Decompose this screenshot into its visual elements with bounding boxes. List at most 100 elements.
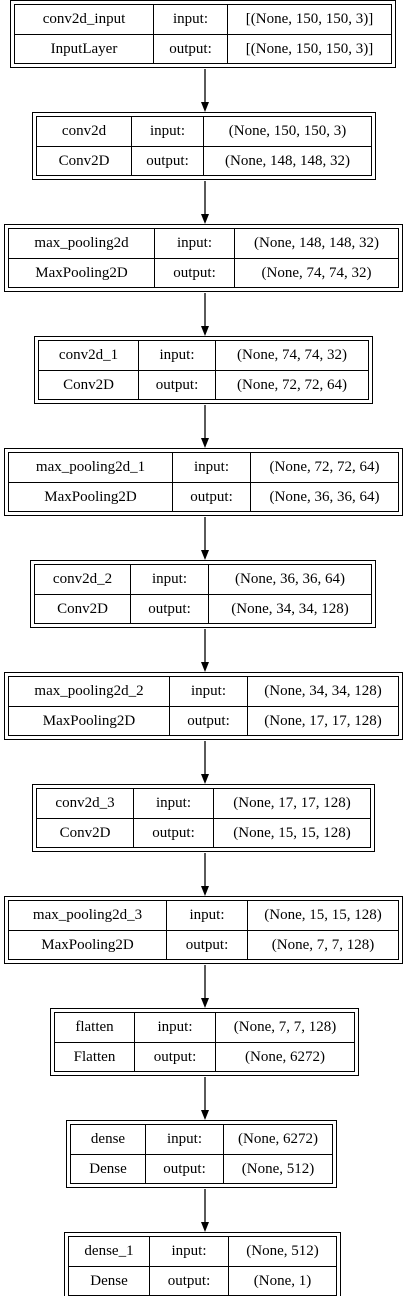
output-shape: (None, 15, 15, 128) [213, 819, 370, 847]
output-label: output: [138, 371, 215, 399]
layer-type: Flatten [73, 1048, 116, 1065]
layer-node-flatten: flatten input:(None, 7, 7, 128) Flatten out… [50, 1008, 359, 1076]
input-shape: (None, 15, 15, 128) [247, 901, 398, 930]
layer-type: Conv2D [63, 376, 114, 393]
layer-input-row: conv2d_input input:[(None, 150, 150, 3)] [15, 5, 391, 34]
layer-output-row: Conv2D output:(None, 15, 15, 128) [37, 818, 370, 847]
input-shape: (None, 148, 148, 32) [234, 229, 398, 258]
layer-name: flatten [75, 1019, 114, 1035]
arrowhead-icon [201, 214, 209, 224]
input-shape: (None, 512) [228, 1237, 336, 1266]
output-shape: (None, 6272) [215, 1043, 354, 1071]
output-label: output: [131, 147, 203, 175]
input-label: input: [172, 453, 250, 482]
arrowhead-icon [201, 102, 209, 112]
layer-type: MaxPooling2D [35, 264, 128, 281]
layer-name: conv2d [61, 123, 107, 139]
layer-input-row: max_pooling2d_1 input:(None, 72, 72, 64) [9, 453, 398, 482]
input-label: input: [133, 789, 213, 818]
arrowhead-icon [201, 998, 209, 1008]
input-label: input: [145, 1125, 223, 1154]
layer-type: Conv2D [57, 600, 108, 617]
output-label: output: [133, 819, 213, 847]
output-shape: (None, 1) [228, 1267, 336, 1295]
layer-node-conv2d-1: conv2d_1 input:(None, 74, 74, 32) Conv2D ou… [34, 336, 373, 404]
layer-type: InputLayer [50, 40, 118, 57]
layer-type: Conv2D [59, 824, 111, 841]
input-label: input: [138, 341, 215, 370]
output-label: output: [154, 259, 234, 287]
output-label: output: [172, 483, 250, 511]
output-label: output: [134, 1043, 215, 1071]
layer-name: conv2d_1 [58, 347, 119, 363]
output-shape: (None, 74, 74, 32) [234, 259, 398, 287]
arrowhead-icon [201, 326, 209, 336]
layer-input-row: flatten input:(None, 7, 7, 128) [55, 1013, 354, 1042]
layer-name: conv2d_input [42, 11, 126, 27]
input-label: input: [153, 5, 227, 34]
arrowhead-icon [201, 774, 209, 784]
layer-input-row: max_pooling2d input:(None, 148, 148, 32) [9, 229, 398, 258]
output-label: output: [153, 35, 227, 63]
input-label: input: [131, 117, 203, 146]
input-label: input: [169, 677, 247, 706]
layer-type: Conv2D [58, 152, 110, 169]
arrowhead-icon [201, 1222, 209, 1232]
input-shape: (None, 74, 74, 32) [215, 341, 368, 370]
input-label: input: [130, 565, 208, 594]
input-shape: (None, 7, 7, 128) [215, 1013, 354, 1042]
arrowhead-icon [201, 438, 209, 448]
layer-name: max_pooling2d_2 [34, 683, 144, 699]
layer-type: MaxPooling2D [44, 488, 137, 505]
input-shape: [(None, 150, 150, 3)] [227, 5, 391, 34]
layer-type: MaxPooling2D [41, 936, 134, 953]
layer-name: max_pooling2d_1 [35, 459, 146, 475]
input-label: input: [134, 1013, 215, 1042]
arrowhead-icon [201, 1110, 209, 1120]
arrowhead-icon [201, 550, 209, 560]
input-shape: (None, 6272) [223, 1125, 332, 1154]
output-shape: (None, 17, 17, 128) [247, 707, 398, 735]
layer-node-max-pooling2d-1: max_pooling2d_1 input:(None, 72, 72, 64) M… [4, 448, 403, 516]
arrowhead-icon [201, 886, 209, 896]
layer-type: Dense [89, 1160, 127, 1177]
output-label: output: [149, 1267, 228, 1295]
layer-node-conv2d-input: conv2d_input input:[(None, 150, 150, 3)] I… [10, 0, 396, 68]
output-label: output: [145, 1155, 223, 1183]
input-label: input: [149, 1237, 228, 1266]
input-shape: (None, 72, 72, 64) [250, 453, 398, 482]
input-shape: (None, 36, 36, 64) [208, 565, 371, 594]
output-shape: (None, 7, 7, 128) [247, 931, 398, 959]
layer-output-row: Flatten output:(None, 6272) [55, 1042, 354, 1071]
output-label: output: [130, 595, 208, 623]
layer-name: max_pooling2d [34, 235, 129, 251]
layer-type: MaxPooling2D [42, 712, 136, 729]
output-shape: (None, 36, 36, 64) [250, 483, 398, 511]
input-label: input: [154, 229, 234, 258]
arrowhead-icon [201, 662, 209, 672]
layer-output-row: MaxPooling2D output:(None, 74, 74, 32) [9, 258, 398, 287]
input-label: input: [166, 901, 247, 930]
